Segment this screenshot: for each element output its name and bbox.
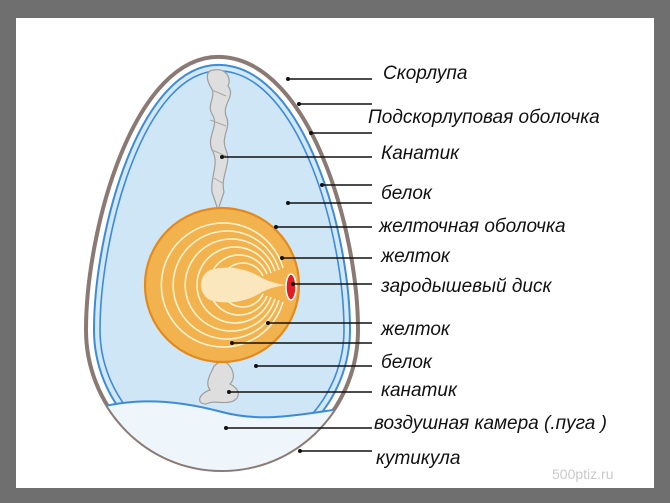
label-germinal-disc: зародышевый диск — [381, 276, 552, 297]
label-vitelline-membrane: желточная оболочка — [379, 216, 566, 237]
latebra — [201, 267, 286, 303]
label-shell: Скорлупа — [383, 63, 468, 84]
label-shell-membrane: Подскорлуповая оболочка — [368, 107, 600, 128]
label-air-cell: воздушная камера (.пуга ) — [374, 413, 607, 434]
label-yolk-lower: желток — [381, 319, 450, 340]
germinal-disc — [285, 273, 297, 301]
label-chalaza-upper: Канатик — [381, 143, 460, 164]
leader-dots — [220, 77, 324, 453]
leader-lines — [222, 78, 372, 452]
vitelline-membrane — [143, 206, 301, 364]
label-chalaza-lower: канатик — [381, 380, 457, 401]
label-yolk-upper: желток — [381, 246, 450, 267]
label-albumen-upper: белок — [381, 183, 432, 204]
label-cuticle: кутикула — [376, 448, 461, 469]
label-albumen-lower: белок — [381, 352, 432, 373]
watermark: 500ptiz.ru — [552, 466, 614, 482]
